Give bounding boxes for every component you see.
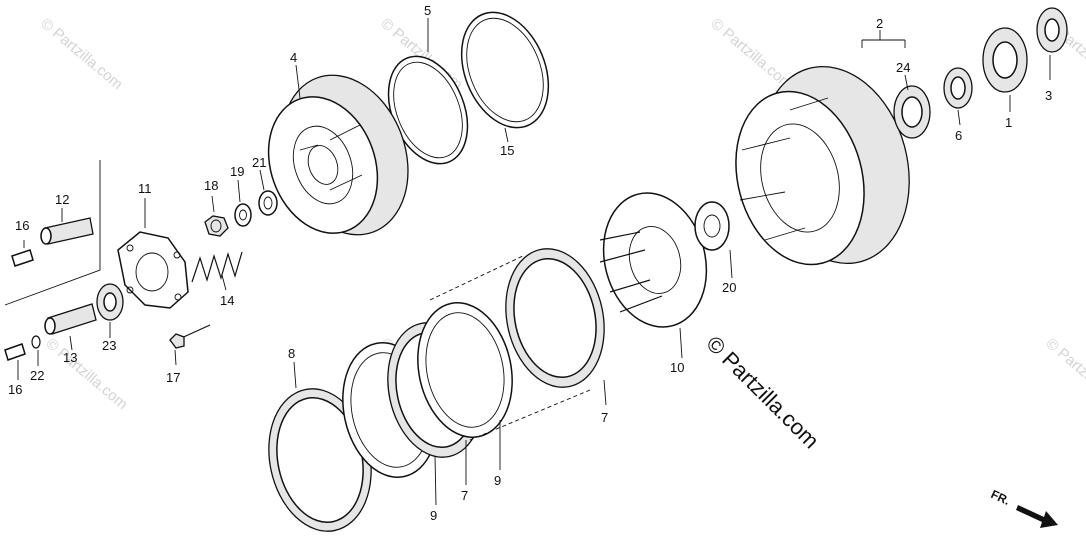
callout-1: 1 [1005,115,1012,130]
part-4-collar [943,67,973,109]
watermark: © Partzilla.com [1042,335,1086,413]
part-19-washer [234,203,252,227]
part-12-rod [40,217,94,245]
callout-19: 19 [230,164,244,179]
part-18-nut [204,215,229,237]
callout-15: 15 [500,143,514,158]
callout-7-upper: 7 [601,410,608,425]
front-direction-label: FR. [989,487,1012,508]
part-16-pin-lower [4,343,26,361]
callout-9-lower: 9 [430,508,437,523]
callout-13: 13 [63,350,77,365]
part-21-washer [258,190,278,216]
callout-24: 24 [896,60,910,75]
part-7-friction-disc-upper [505,248,605,388]
callout-5: 4 [290,50,297,65]
part-3-bushing [1036,7,1068,53]
callout-17: 17 [166,370,180,385]
part-15-ring [460,11,550,129]
callout-14: 14 [220,293,234,308]
callout-8: 8 [288,346,295,361]
watermark: © Partzilla.com [37,15,125,93]
leader-lines [17,18,1051,506]
callout-16-upper: 16 [15,218,29,233]
part-5-clutch-center [267,74,409,236]
part-16-pin-upper [11,249,34,267]
callout-3: 3 [1045,88,1052,103]
part-23-bearing [96,283,124,321]
callout-20: 20 [722,280,736,295]
callout-23: 23 [102,338,116,353]
watermark: © Partzilla.com [707,15,795,93]
part-24-needle-bearing [893,85,931,139]
part-9-clutch-plate-upper [417,302,513,438]
part-22-clip [31,335,41,349]
callout-labels: 2 24 6 1 3 5 15 4 11 12 18 19 21 14 16 2… [8,3,1052,523]
watermark: © Partzilla.com [42,335,130,413]
part-13-rod [44,303,97,335]
callout-6: 5 [424,3,431,18]
callout-21: 21 [252,155,266,170]
callout-9-upper: 9 [494,473,501,488]
callout-18: 18 [204,178,218,193]
front-arrow-icon [1016,505,1058,528]
part-17-bolt [169,324,211,349]
callout-2: 2 [876,16,883,31]
callout-10: 10 [670,360,684,375]
callout-16-lower: 16 [8,382,22,397]
callout-12: 12 [55,192,69,207]
partzilla-brand-mark: © Partzilla.com [701,331,824,454]
callout-22: 22 [30,368,44,383]
part-14-spring [191,251,243,283]
callout-4: 6 [955,128,962,143]
part-1-sprocket [982,27,1028,93]
callout-7-lower: 7 [461,488,468,503]
front-direction-indicator: FR. [989,487,1058,528]
part-10-pressure-plate [599,192,708,328]
part-11-lifter-plate [117,231,189,309]
part-2-clutch-outer [735,65,910,266]
callout-11: 11 [138,181,152,196]
part-20-thrust-washer [694,201,730,251]
